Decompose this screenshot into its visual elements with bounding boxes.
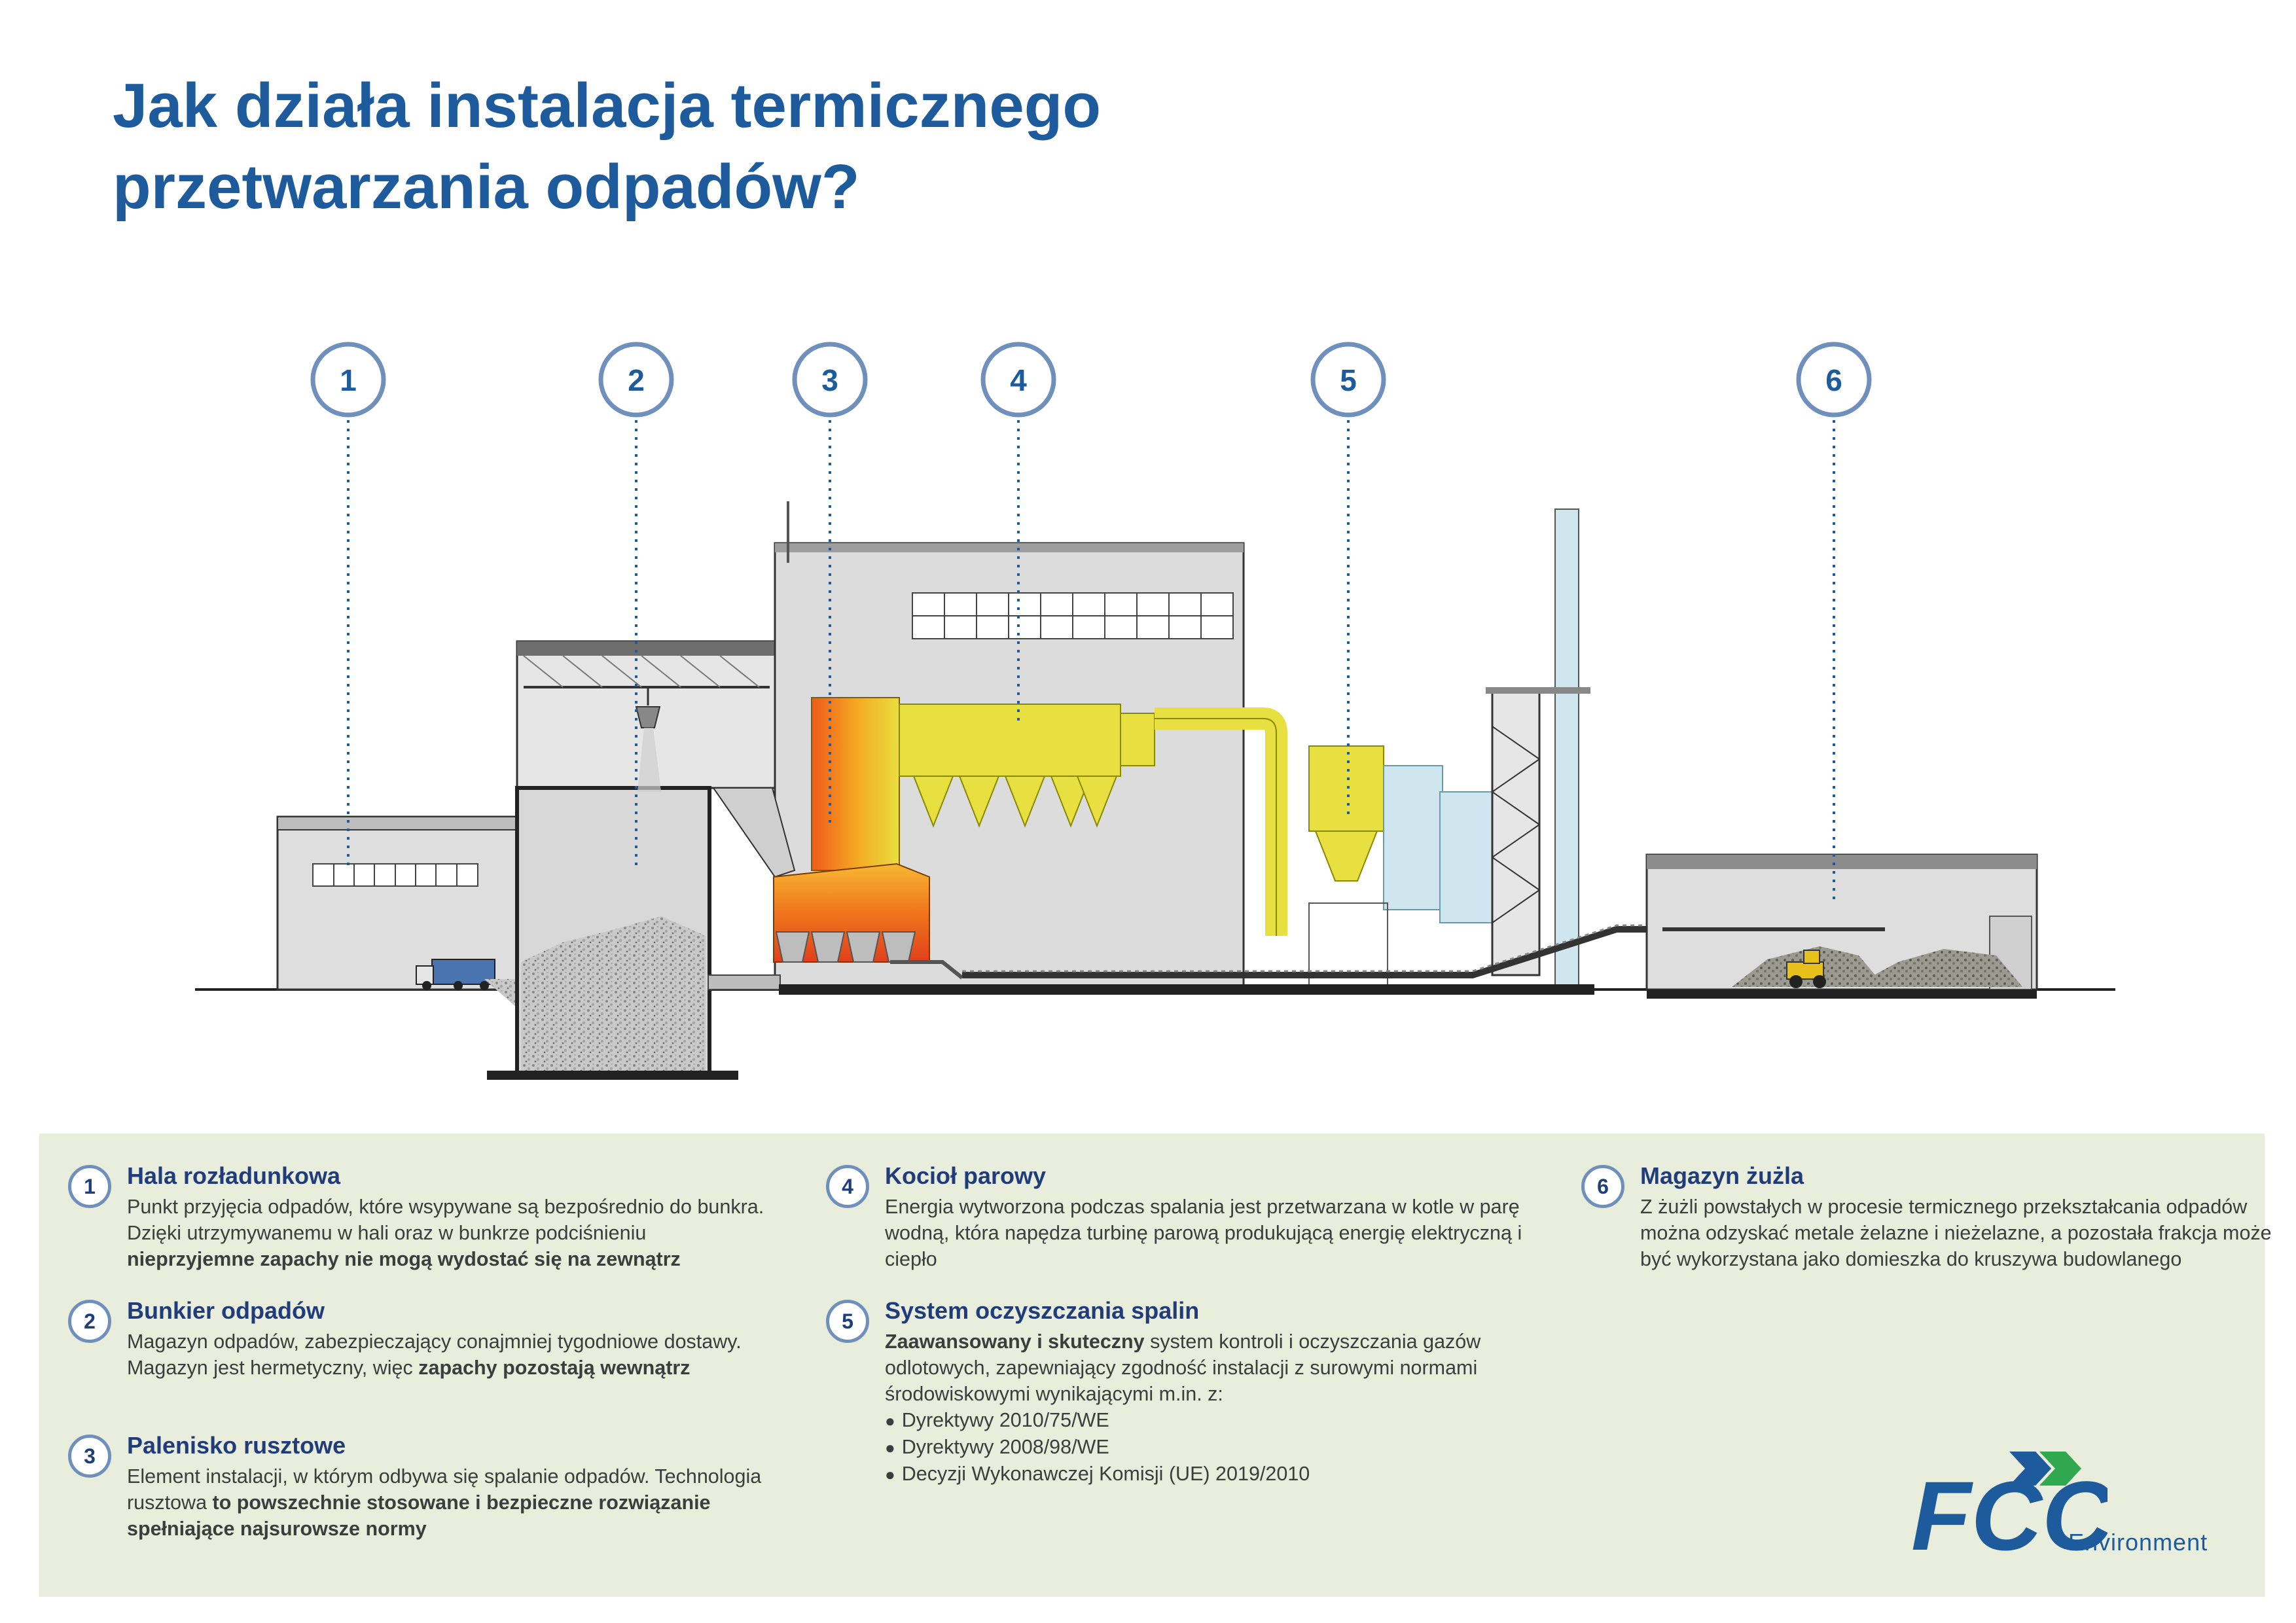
- waste-bunker-building: [487, 640, 776, 1080]
- legend-title-3: Palenisko rusztowe: [127, 1432, 346, 1459]
- slag-conveyor: [962, 926, 1662, 978]
- legend-title-5: System oczyszczania spalin: [885, 1297, 1200, 1324]
- legend-text-1-bold: nieprzyjemne zapachy nie mogą wydostać s…: [127, 1248, 681, 1270]
- directive-item: Dyrektywy 2008/98/WE: [885, 1434, 1533, 1461]
- legend-text-2-bold: zapachy pozostają wewnątrz: [418, 1357, 691, 1379]
- flue-gas-cleaning-system: [1308, 508, 1590, 990]
- marker-3: 3: [792, 342, 868, 825]
- legend-title-1: Hala rozładunkowa: [127, 1162, 341, 1189]
- directive-item: Dyrektywy 2010/75/WE: [885, 1407, 1533, 1434]
- title-line-2: przetwarzania odpadów?: [113, 152, 860, 222]
- legend-text-3-bold: to powszechnie stosowane i bezpieczne ro…: [127, 1491, 711, 1540]
- legend-text-2: Magazyn odpadów, zabezpieczający conajmn…: [127, 1329, 775, 1381]
- logo-chevrons-icon: [2009, 1452, 2081, 1486]
- marker-5: 5: [1310, 342, 1386, 815]
- marker-6: 6: [1796, 342, 1872, 903]
- unloading-hall-building: [276, 815, 518, 1008]
- directive-list: Dyrektywy 2010/75/WE Dyrektywy 2008/98/W…: [885, 1407, 1533, 1488]
- fcc-logo: FCC: [1911, 1452, 2108, 1558]
- legend-text-3-plain: Element instalacji, w którym odbywa się …: [127, 1465, 762, 1514]
- directive-item: Decyzji Wykonawczej Komisji (UE) 2019/20…: [885, 1461, 1533, 1488]
- garbage-truck: [416, 959, 495, 990]
- marker-3-label: 3: [821, 363, 838, 397]
- legend-title-4: Kocioł parowy: [885, 1162, 1047, 1189]
- legend-text-4: Energia wytworzona podczas spalania jest…: [885, 1196, 1522, 1270]
- marker-2: 2: [598, 342, 674, 870]
- legend-text-1: Punkt przyjęcia odpadów, które wsypywane…: [127, 1194, 775, 1272]
- marker-1: 1: [310, 342, 386, 870]
- marker-6-label: 6: [1825, 363, 1842, 397]
- legend-badge-3: 3: [68, 1435, 111, 1478]
- logo-word: Environment: [2068, 1529, 2208, 1556]
- legend-title-6: Magazyn żużla: [1640, 1162, 1804, 1189]
- legend-panel: [39, 1133, 2265, 1597]
- plant-cross-section-diagram: 1 2 3 4 5 6: [195, 342, 2115, 1080]
- wheel-loader: [1786, 950, 1826, 988]
- legend-text-3: Element instalacji, w którym odbywa się …: [127, 1463, 775, 1542]
- legend-text-1-plain: Punkt przyjęcia odpadów, które wsypywane…: [127, 1196, 764, 1244]
- page-title: Jak działa instalacja termicznego przetw…: [113, 65, 1552, 228]
- legend-text-6: Z żużli powstałych w procesie termiczneg…: [1640, 1196, 2272, 1270]
- title-line-1: Jak działa instalacja termicznego: [113, 71, 1101, 141]
- logo-letters-icon: FCC: [1911, 1461, 2108, 1558]
- main-boiler-hall: [708, 501, 1287, 991]
- marker-4: 4: [980, 342, 1056, 726]
- marker-1-label: 1: [340, 363, 357, 397]
- chimney-stack: [1554, 508, 1579, 990]
- legend-badge-5: 5: [826, 1300, 869, 1343]
- marker-2-label: 2: [628, 363, 645, 397]
- marker-5-label: 5: [1340, 363, 1357, 397]
- legend-text-5-plain: system kontroli i oczyszczania gazów odl…: [885, 1330, 1481, 1405]
- legend-title-2: Bunkier odpadów: [127, 1297, 325, 1324]
- legend-text-2-plain: Magazyn odpadów, zabezpieczający conajmn…: [127, 1330, 742, 1379]
- step-markers: 1 2 3 4 5 6: [310, 342, 1872, 903]
- marker-4-label: 4: [1010, 363, 1027, 397]
- legend-text-5-bold: Zaawansowany i skuteczny: [885, 1330, 1145, 1353]
- legend-badge-6: 6: [1581, 1165, 1624, 1208]
- logo-letters: FCC: [1911, 1461, 2108, 1558]
- slag-storage-building: [1645, 853, 2038, 999]
- legend-badge-2: 2: [68, 1300, 111, 1343]
- legend-text-5: Zaawansowany i skuteczny system kontroli…: [885, 1329, 1533, 1488]
- legend-badge-4: 4: [826, 1165, 869, 1208]
- legend-badge-1: 1: [68, 1165, 111, 1208]
